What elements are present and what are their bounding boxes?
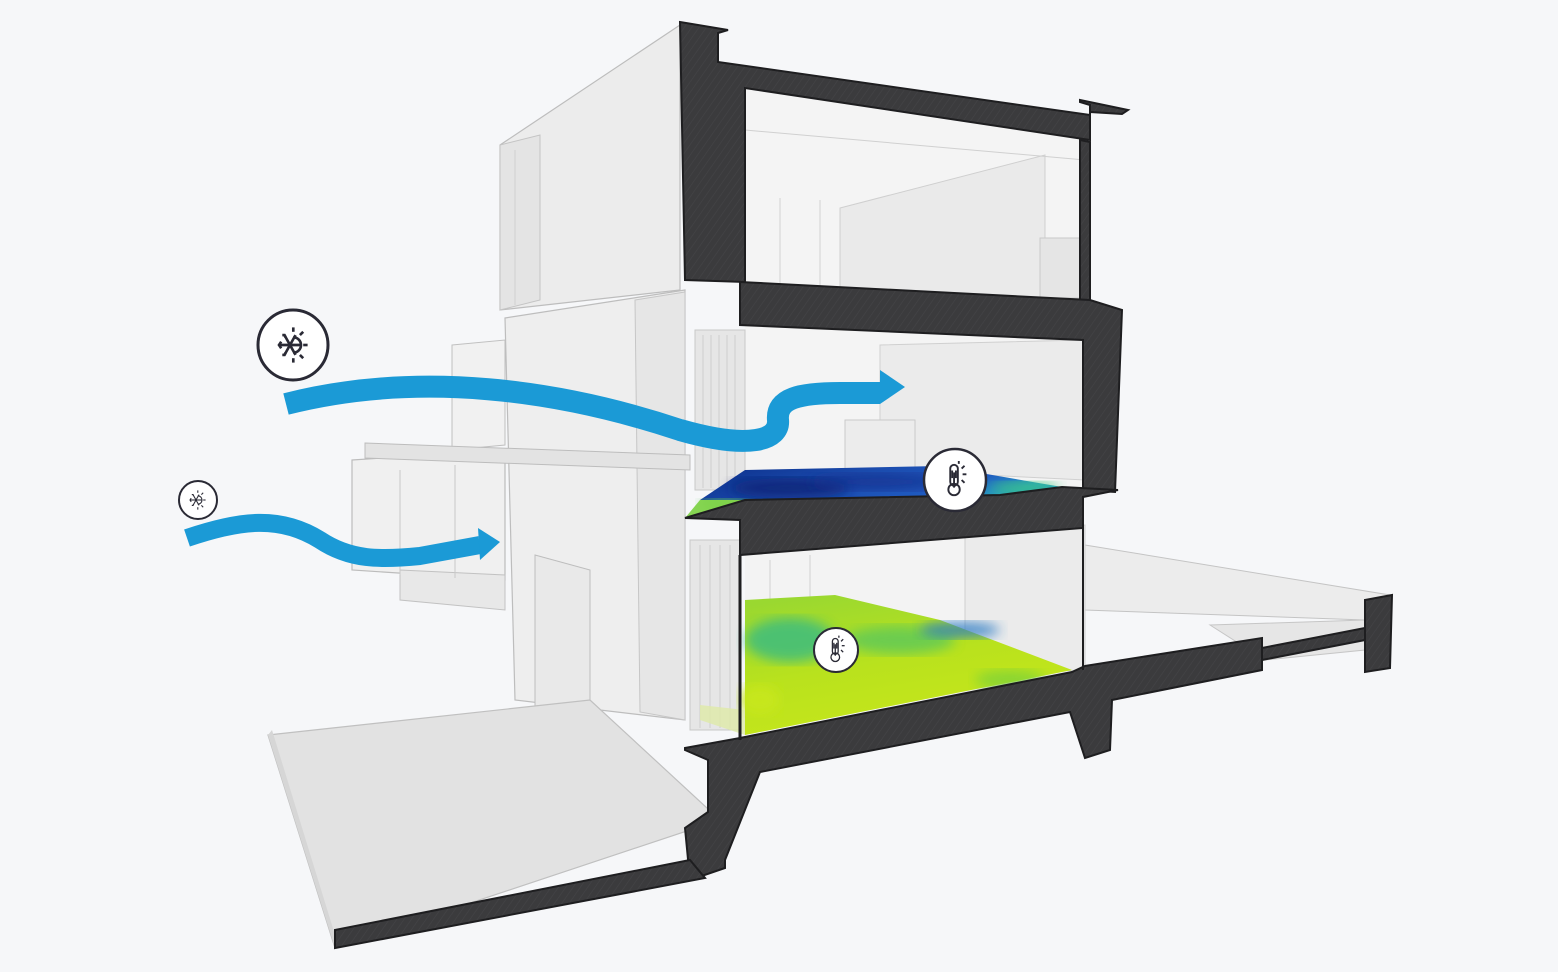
airflow-arrowhead-lower [478, 528, 500, 560]
snowflake-sun-icon [256, 308, 330, 382]
terrace-post [1364, 593, 1394, 674]
forecourt-cut [334, 858, 707, 950]
forecourt-edge [268, 730, 335, 948]
airflow-arrow-lower [184, 513, 482, 568]
section-cut [334, 20, 1394, 950]
airflow-arrow-upper [283, 375, 880, 452]
balcony-slab [364, 442, 691, 471]
balcony-base [399, 569, 506, 611]
top-floor-room [744, 88, 1086, 301]
top-right-wall [1079, 138, 1091, 304]
back-tower-side [499, 134, 541, 311]
airflow-arrows [184, 370, 905, 568]
airflow-arrowhead-upper [880, 370, 905, 404]
terrace-slab [1084, 544, 1392, 621]
thermometer-sun-icon [813, 627, 859, 673]
mid-floor-slab [684, 485, 1119, 557]
roof-cut [678, 20, 1131, 284]
terrace-beam [1261, 626, 1366, 662]
thermometer-sun-icon [922, 447, 988, 513]
snowflake-sun-icon [178, 480, 218, 520]
building-volume [267, 23, 1392, 949]
core-side [634, 291, 686, 721]
ground-slab [683, 636, 1263, 882]
middle-floor-room [694, 325, 1086, 491]
